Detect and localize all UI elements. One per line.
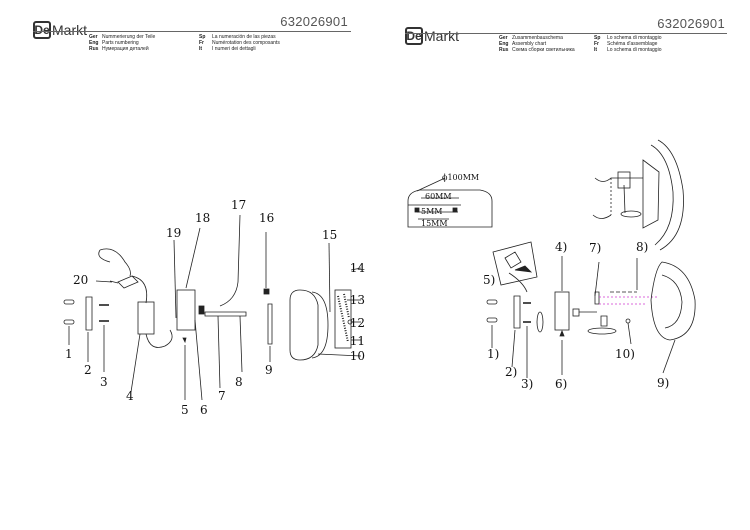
lang-code: Sp (199, 34, 206, 40)
heading-text: Assembly chart (512, 41, 547, 48)
step-4: 4) (555, 240, 568, 254)
callout-16: 16 (259, 211, 275, 225)
lang-code: Ger (89, 34, 98, 40)
heading-text: Lo schema di montaggio (607, 47, 662, 54)
header-rule (33, 31, 351, 32)
lang-code: Fr (594, 41, 599, 48)
step-10: 10) (615, 347, 635, 361)
step-1: 1) (487, 347, 500, 361)
step-9: 9) (657, 376, 670, 390)
doc-number: 632026901 (280, 14, 348, 29)
lang-code: It (594, 47, 598, 54)
callout-5: 5 (181, 403, 189, 417)
heading-text: Схема сборки светильника (512, 47, 575, 54)
slot-label: 5MM (421, 207, 443, 216)
step-2: 2) (505, 365, 518, 379)
callout-14: 14 (349, 261, 365, 275)
heading-text: I numeri dei dettagli (212, 46, 256, 53)
step-8: 8) (636, 240, 649, 254)
callout-1: 1 (65, 347, 73, 361)
assembly-drawing (407, 139, 696, 378)
callout-8: 8 (235, 375, 243, 389)
callout-15: 15 (322, 228, 338, 242)
header-rule (405, 33, 727, 34)
logo-mark-icon: De (405, 27, 423, 45)
brand-logo: De Markt (405, 23, 459, 49)
brand-logo: De Markt (33, 17, 87, 43)
parts-drawing (63, 214, 362, 401)
step-5: 5) (483, 273, 496, 287)
callout-9: 9 (265, 363, 273, 377)
callout-7: 7 (218, 389, 226, 403)
heading-text: Нумерация деталей (102, 46, 149, 53)
heading-text: Schéma d'assemblage (607, 41, 658, 48)
lang-code: Sp (594, 35, 601, 41)
language-headings: Ger Nummerierung der Teile Sp La numeración… (89, 34, 309, 53)
doc-number: 632026901 (657, 16, 725, 31)
callout-11: 11 (349, 334, 365, 348)
lang-code: Ger (499, 35, 508, 41)
width-label: 60MM (425, 192, 452, 201)
lang-code: Rus (89, 46, 99, 53)
heading-row: Ger Nummerierung der Teile Sp La numeración… (89, 34, 309, 40)
callout-19: 19 (166, 226, 182, 240)
lang-code: Rus (499, 47, 509, 54)
heading-text: Lo schema di montaggio (607, 35, 662, 41)
heading-text: Nummerierung der Teile (102, 34, 156, 40)
callout-4: 4 (126, 389, 134, 403)
lang-code: Eng (499, 41, 509, 48)
callout-2: 2 (84, 363, 92, 377)
heading-text: Zusammenbauschema (512, 35, 563, 41)
depth-label: 15MM (421, 219, 448, 228)
callout-18: 18 (195, 211, 211, 225)
callout-20: 20 (73, 273, 89, 287)
callout-12: 12 (349, 316, 365, 330)
callout-13: 13 (349, 293, 365, 307)
language-headings: Ger Zusammenbauschema Sp Lo schema di monta… (499, 35, 704, 54)
lang-code: It (199, 46, 203, 53)
callout-6: 6 (200, 403, 208, 417)
callout-10: 10 (349, 349, 365, 363)
callout-17: 17 (231, 198, 247, 212)
logo-mark-icon: De (33, 21, 51, 39)
step-7: 7) (589, 241, 602, 255)
step-6: 6) (555, 377, 568, 391)
logo-word: Markt (424, 28, 459, 44)
logo-word: Markt (52, 22, 87, 38)
heading-text: Parts numbering (102, 40, 139, 47)
lang-code: Eng (89, 40, 99, 47)
step-3: 3) (521, 377, 534, 391)
lang-code: Fr (199, 40, 204, 47)
heading-text: La numeración de las piezas (212, 34, 276, 40)
diameter-label: ϕ100MM (442, 173, 480, 182)
callout-3: 3 (100, 375, 108, 389)
heading-row: Ger Zusammenbauschema Sp Lo schema di monta… (499, 35, 704, 41)
left-sheet: De Markt 632026901 Ger Nummerierung der T… (33, 14, 365, 417)
heading-text: Numérotation des composants (212, 40, 280, 47)
